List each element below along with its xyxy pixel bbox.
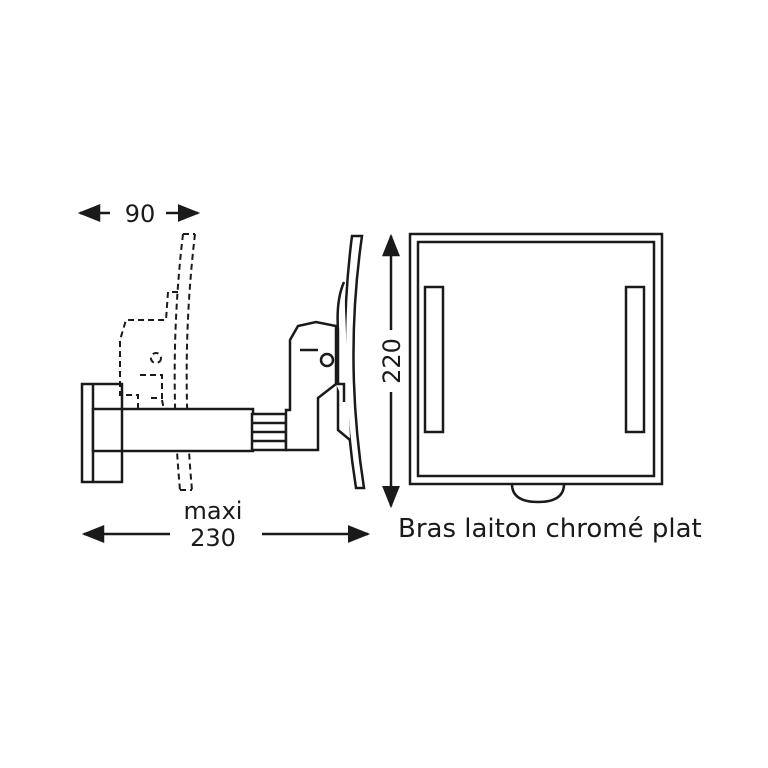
arm [91, 407, 288, 453]
light-strip-left [423, 285, 445, 434]
extension-prefix: maxi [184, 497, 243, 525]
extension-value: 230 [190, 524, 236, 552]
depth-label: 90 [125, 200, 156, 228]
height-dimension: 220 [378, 233, 406, 509]
height-label: 220 [378, 338, 406, 384]
support-knob [510, 483, 566, 504]
caption: Bras laiton chromé plat [398, 514, 702, 544]
light-strip-right [624, 285, 646, 434]
depth-dimension: 90 [77, 200, 201, 228]
mirror-front-view [408, 232, 664, 504]
pivot-screw-icon [319, 352, 335, 368]
joint-bracket [284, 320, 338, 452]
mirror-side-view [336, 234, 366, 490]
extension-dimension: maxi 230 [81, 497, 371, 552]
